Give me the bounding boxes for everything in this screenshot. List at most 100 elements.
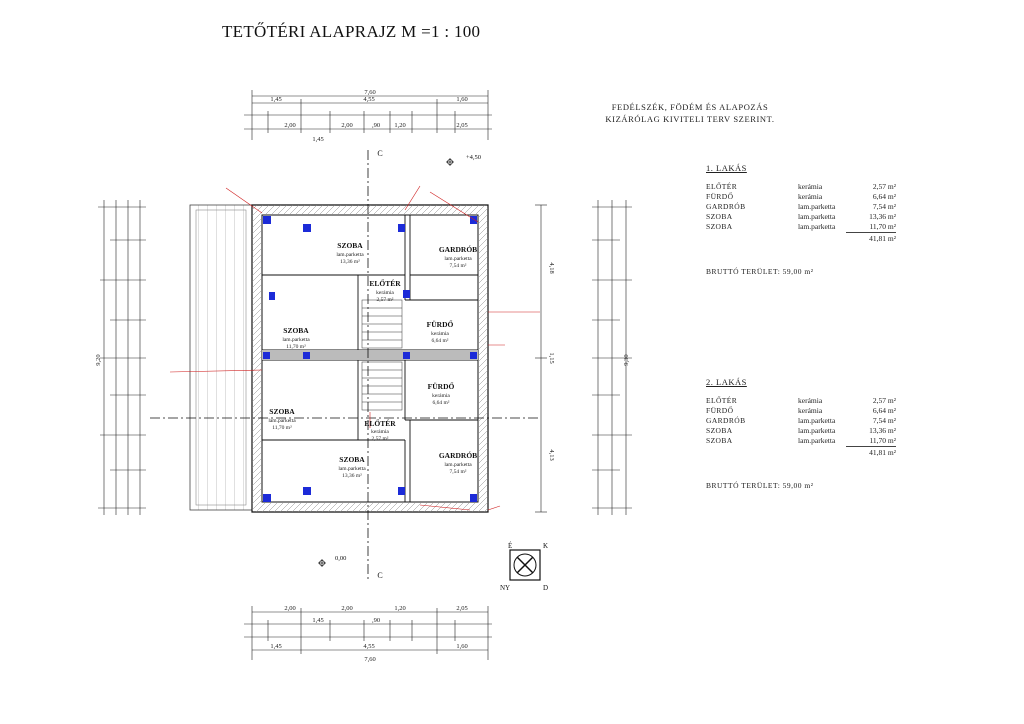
outer-walls	[251, 204, 489, 513]
apartment-2-row: ELŐTÉR kerámia 2,57 m²	[706, 396, 896, 406]
room-name: SZOBA	[706, 436, 733, 445]
interior-walls	[262, 215, 478, 502]
apartment-1-total: 41,81 m²	[846, 232, 896, 245]
top-dim-g: ,90	[372, 122, 380, 129]
room-label-gardrob-bottom: GARDRÓB	[439, 450, 477, 460]
room-area: 13,36 m²	[869, 426, 896, 435]
room-name: SZOBA	[706, 212, 733, 221]
room-area-gardrob-bottom: 7,54 m²	[450, 469, 467, 475]
room-floor: lam.parketta	[798, 222, 836, 231]
room-area-szoba-top: 13,36 m²	[340, 259, 360, 265]
room-label-gardrob-top: GARDRÓB	[439, 244, 477, 254]
room-label-szoba-left-lower: SZOBA	[269, 407, 295, 416]
right-dimensions	[535, 200, 632, 515]
room-area: 2,57 m²	[872, 182, 896, 191]
room-label-szoba-left-upper: SZOBA	[283, 326, 309, 335]
bottom-overall-dim: 7,60	[364, 656, 375, 663]
room-area-eloter-upper: 2,57 m²	[377, 297, 394, 303]
room-floor: kerámia	[798, 406, 823, 415]
bottom-dim-f: 2,00	[341, 605, 352, 612]
right-overall-dim: 9,30	[623, 354, 630, 365]
top-dim-a: 1,45	[270, 96, 281, 103]
right-label-mid: 1,15	[548, 352, 555, 363]
apartment-2-gross: BRUTTÓ TERÜLET: 59,00 m²	[706, 481, 814, 490]
room-label-furdo-lower: FÜRDŐ	[428, 381, 455, 391]
room-area-furdo-lower: 6,64 m²	[433, 400, 450, 406]
room-area-furdo-upper: 6,64 m²	[432, 338, 449, 344]
room-name: GARDRÓB	[706, 416, 746, 425]
apartment-2-heading: 2. LAKÁS	[706, 377, 747, 387]
structure-note: FEDÉLSZÉK, FÖDÉM ÉS ALAPOZÁS KIZÁRÓLAG K…	[560, 101, 820, 125]
top-dim-e: 1,45	[312, 136, 323, 143]
room-floor-gardrob-top: lam.parketta	[444, 256, 472, 262]
room-area-gardrob-top: 7,54 m²	[450, 263, 467, 269]
room-floor-furdo-lower: kerámia	[432, 393, 450, 399]
room-floor: kerámia	[798, 182, 823, 191]
room-label-szoba-bottom: SZOBA	[339, 455, 365, 464]
stairs	[361, 299, 403, 411]
room-floor-eloter-upper: kerámia	[376, 290, 394, 296]
room-label-furdo-upper: FÜRDŐ	[427, 319, 454, 329]
roof-overhang	[189, 204, 253, 511]
left-overall-dim: 9,20	[95, 354, 102, 365]
bottom-dim-e: 1,45	[312, 617, 323, 624]
room-name: ELŐTÉR	[706, 396, 738, 405]
room-floor: lam.parketta	[798, 416, 836, 425]
right-label-lower: 4,13	[548, 449, 555, 460]
apartment-1-heading: 1. LAKÁS	[706, 163, 747, 173]
top-dimensions	[244, 90, 492, 140]
bottom-dim-i: 2,05	[456, 605, 467, 612]
room-area: 2,57 m²	[872, 396, 896, 405]
bottom-dim-b: 4,55	[363, 643, 374, 650]
room-floor-szoba-top: lam.parketta	[336, 252, 364, 258]
room-floor-gardrob-bottom: lam.parketta	[444, 462, 472, 468]
columns	[263, 216, 477, 502]
room-floor: lam.parketta	[798, 436, 836, 445]
compass-east: K	[543, 542, 548, 550]
bottom-dim-d: 2,00	[284, 605, 295, 612]
bottom-dim-g: ,90	[372, 617, 380, 624]
left-dimensions	[98, 200, 146, 515]
room-label-szoba-top: SZOBA	[337, 241, 363, 250]
elevation-bottom-label: 0,00	[335, 555, 346, 562]
room-name: ELŐTÉR	[706, 182, 738, 191]
bottom-dim-a: 1,45	[270, 643, 281, 650]
apartment-1-row: ELŐTÉR kerámia 2,57 m²	[706, 182, 896, 192]
elevation-bottom-icon	[318, 559, 326, 567]
drawing-title: TETŐTÉRI ALAPRAJZ M =1 : 100	[222, 22, 481, 41]
room-floor: kerámia	[798, 396, 823, 405]
note-line-2: KIZÁRÓLAG KIVITELI TERV SZERINT.	[605, 114, 775, 124]
bottom-dim-c: 1,60	[456, 643, 467, 650]
apartment-2-row: FÜRDŐ kerámia 6,64 m²	[706, 406, 896, 416]
top-dim-c: 1,60	[456, 96, 467, 103]
room-floor: kerámia	[798, 192, 823, 201]
annotation-leaders	[169, 185, 540, 511]
room-floor-szoba-bottom: lam.parketta	[338, 466, 366, 472]
roof-inner-edge	[195, 209, 247, 506]
room-area: 6,64 m²	[872, 192, 896, 201]
apartment-1-gross: BRUTTÓ TERÜLET: 59,00 m²	[706, 267, 814, 276]
room-area-szoba-left-upper: 11,70 m²	[286, 344, 306, 350]
top-dim-f: 2,00	[341, 122, 352, 129]
room-area: 6,64 m²	[872, 406, 896, 415]
room-floor: lam.parketta	[798, 426, 836, 435]
room-floor: lam.parketta	[798, 212, 836, 221]
room-floor-szoba-left-lower: lam.parketta	[268, 418, 296, 424]
room-area: 11,70 m²	[869, 222, 896, 231]
bottom-dim-h: 1,20	[394, 605, 405, 612]
room-floor-eloter-lower: kerámia	[371, 429, 389, 435]
room-name: FÜRDŐ	[706, 406, 734, 415]
section-mark-bottom: C	[377, 571, 382, 580]
room-area-eloter-lower: 2,57 m²	[372, 436, 389, 442]
room-label-eloter-lower: ELŐTÉR	[364, 418, 396, 428]
bottom-dimensions	[244, 606, 492, 660]
right-label-upper: 4,18	[548, 262, 555, 273]
apartment-2-total: 41,81 m²	[846, 446, 896, 459]
